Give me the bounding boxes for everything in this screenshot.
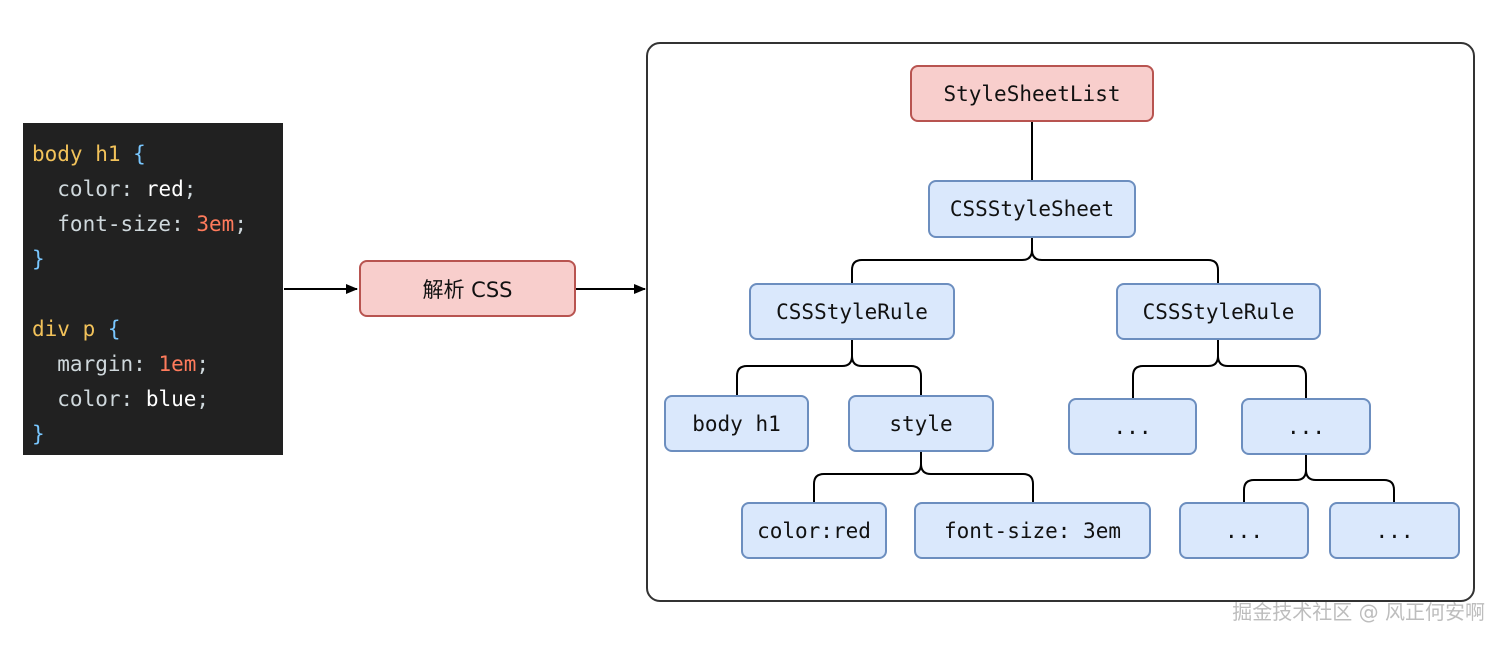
code-line: div p { <box>32 312 121 347</box>
code-token: 3em <box>196 212 235 236</box>
watermark: 掘金技术社区 @ 风正何安啊 <box>1232 600 1485 624</box>
code-token: div p <box>32 317 108 341</box>
code-token: font-size <box>32 212 172 236</box>
code-line: body h1 { <box>32 137 146 172</box>
code-token: ; <box>183 177 197 201</box>
code-token: blue <box>145 387 197 411</box>
code-line: } <box>32 417 45 452</box>
code-line: } <box>32 242 45 277</box>
code-token: color <box>32 177 121 201</box>
node-style: style <box>848 395 994 452</box>
code-token: ; <box>196 352 210 376</box>
node-stylesheetlist: StyleSheetList <box>910 65 1154 122</box>
code-token: : <box>120 177 146 201</box>
node-ellipsis: ... <box>1329 502 1460 559</box>
node-ellipsis: ... <box>1179 502 1309 559</box>
code-token: margin <box>32 352 134 376</box>
code-token: } <box>32 422 45 446</box>
code-token: ; <box>196 387 210 411</box>
css-code-panel: body h1 { color: red; font-size: 3em; } … <box>23 123 283 455</box>
edge-ellipsis-children <box>1243 455 1395 502</box>
code-line: font-size: 3em; <box>32 207 247 242</box>
code-token: { <box>133 142 146 166</box>
code-token: color <box>32 387 121 411</box>
code-token: 1em <box>158 352 197 376</box>
code-token: : <box>133 352 159 376</box>
code-line: color: red; <box>32 172 196 207</box>
node-decl-color: color:red <box>741 502 887 559</box>
parse-css-box: 解析 CSS <box>359 260 576 317</box>
code-line: color: blue; <box>32 382 209 417</box>
node-cssstylerule-right: CSSStyleRule <box>1116 283 1321 340</box>
edge-rule-right-children <box>1132 340 1307 398</box>
code-token: : <box>171 212 197 236</box>
node-ellipsis: ... <box>1068 398 1197 455</box>
code-token: { <box>107 317 121 341</box>
edge-sheet-rules <box>851 238 1219 283</box>
node-cssstylerule-left: CSSStyleRule <box>749 283 955 340</box>
node-decl-font-size: font-size: 3em <box>914 502 1151 559</box>
code-token: ; <box>234 212 247 236</box>
node-cssstylesheet: CSSStyleSheet <box>928 180 1136 238</box>
edge-rule-left-children <box>736 340 922 395</box>
code-line: margin: 1em; <box>32 347 209 382</box>
node-ellipsis: ... <box>1241 398 1371 455</box>
code-token: : <box>120 387 146 411</box>
node-selector: body h1 <box>664 395 809 452</box>
code-token: body h1 <box>32 142 134 166</box>
code-token: red <box>145 177 184 201</box>
edge-style-decls <box>813 452 1034 502</box>
code-token: } <box>32 247 45 271</box>
